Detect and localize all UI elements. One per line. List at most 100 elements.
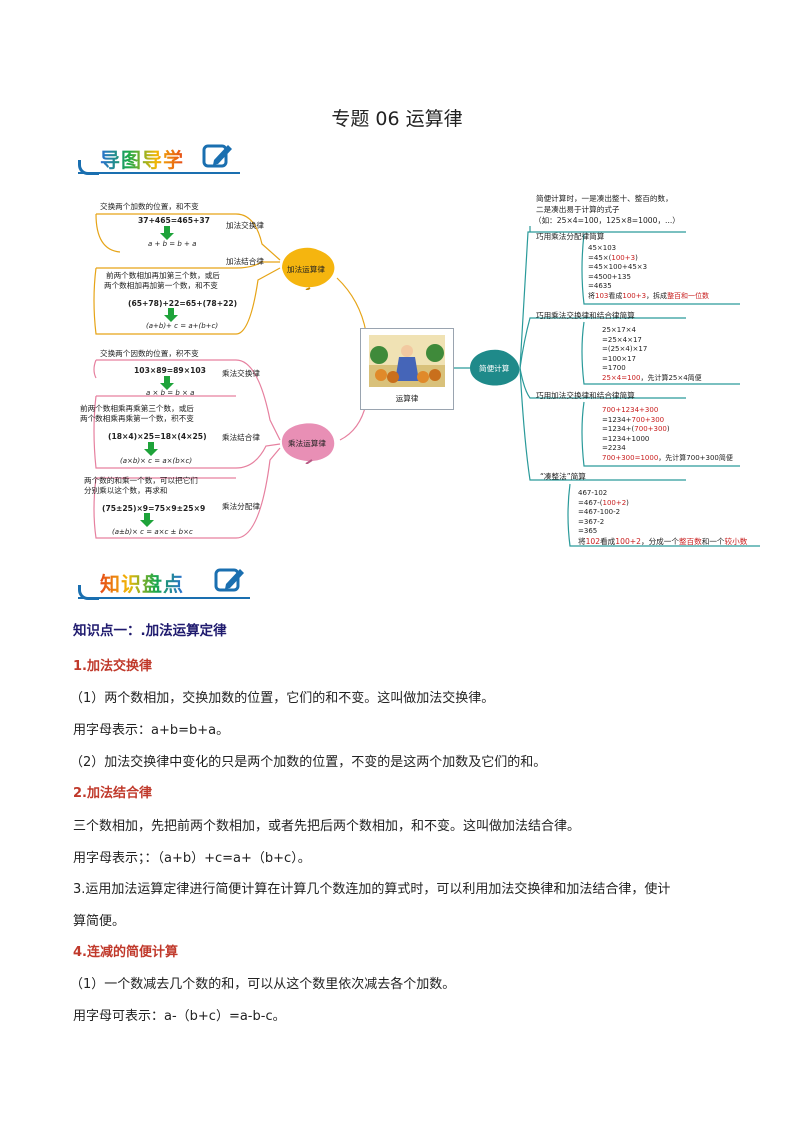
node-simple: 简便计算 — [479, 364, 510, 373]
note-highlight: 700+300=1000 — [602, 453, 659, 462]
simple-b3-label: 巧用加法交换律和结合律简算 — [536, 391, 635, 400]
calc-line: 700+1234+300 — [602, 406, 659, 414]
knowledge-banner-title: 知识盘点 — [100, 568, 184, 597]
calc-line: =2234 — [602, 444, 626, 453]
simple-b4-lines: 467-102 =467-(100+2) =467-100-2 =367-2 =… — [578, 489, 747, 547]
down-arrow-icon — [164, 308, 178, 322]
add-commutative-desc: 交换两个加数的位置，和不变 — [100, 202, 199, 211]
knowledge-banner: 知识盘点 — [78, 566, 250, 602]
calc-note: 25×4=100，先计算25×4简便 — [602, 374, 702, 384]
simple-intro-1: 简便计算时，一是凑出整十、整百的数， — [536, 194, 673, 203]
calc-highlight: 700+300 — [634, 425, 667, 434]
calc-line: 25×17×4 — [602, 326, 636, 334]
paragraph: 算简便。 — [73, 914, 126, 929]
calc-line: =100×17 — [602, 354, 636, 363]
calc-highlight: 100+2 — [602, 498, 627, 507]
paragraph: （2）加法交换律中变化的只是两个加数的位置，不变的是这两个加数及它们的和。 — [70, 755, 547, 770]
add-associative-formula: (a+b)+ c = a+(b+c) — [146, 322, 219, 330]
calc-line: =365 — [578, 527, 598, 536]
calc-line: =467-(100+2) — [578, 498, 629, 507]
calc-line: =367-2 — [578, 517, 605, 526]
mindmap-connectors — [93, 213, 760, 547]
simple-b3-lines: 700+1234+300 =1234+700+300 =1234+(700+30… — [602, 406, 733, 464]
note-text: 将 — [578, 536, 586, 546]
edit-icon — [202, 144, 232, 168]
node-mul: 乘法运算律 — [288, 439, 326, 448]
add-associative-label: 加法结合律 — [226, 257, 264, 266]
note-text: 将 — [588, 291, 595, 300]
mul-distributive-formula: (a±b)× c = a×c ± b×c — [112, 528, 193, 536]
simple-b2-lines: 25×17×4 =25×4×17 =(25×4)×17 =100×17 =170… — [602, 326, 702, 384]
calc-note: 将102看成100+2，分成一个整百数和一个较小数 — [578, 537, 747, 547]
calc-line: =1700 — [602, 364, 626, 373]
simple-intro-2: 二是凑出易于计算的式子 — [536, 205, 620, 214]
section-title: 4.连减的简便计算 — [73, 945, 178, 960]
add-commutative-formula: a + b = b + a — [148, 240, 197, 248]
calc-line: =467-100-2 — [578, 508, 621, 517]
calc-line: =4500+135 — [588, 272, 631, 281]
note-text: ，分成一个 — [640, 536, 679, 546]
paragraph: 3.运用加法运算定律进行简便计算在计算几个数连加的算式时，可以利用加法交换律和加… — [73, 882, 671, 897]
calc-line: 45×103 — [588, 244, 617, 252]
mul-commutative-example: 103×89=89×103 — [134, 366, 206, 375]
note-text: ，拆成 — [646, 291, 668, 300]
calc-highlight: 100+3 — [611, 253, 636, 262]
section-title: 1.加法交换律 — [73, 659, 152, 674]
mul-commutative-formula: a × b = b × a — [146, 389, 195, 397]
calc-note: 700+300=1000，先计算700+300简便 — [602, 454, 733, 464]
note-highlight: 102 — [585, 536, 601, 546]
paragraph: （1）一个数减去几个数的和，可以从这个数里依次减去各个加数。 — [70, 977, 456, 992]
add-associative-desc2: 两个数相加再加第一个数，和不变 — [104, 281, 218, 290]
simple-intro-3: （如：25×4=100，125×8=1000，...） — [534, 216, 680, 225]
calc-line: =1234+1000 — [602, 434, 650, 443]
mul-distributive-desc2: 分别乘以这个数，再求和 — [84, 486, 168, 495]
paragraph: 用字母表示：a+b=b+a。 — [73, 723, 230, 738]
mul-associative-formula: (a×b)× c = a×(b×c) — [120, 457, 193, 465]
node-add: 加法运算律 — [287, 265, 325, 274]
calc-line: =(25×4)×17 — [602, 345, 648, 354]
calc-line: =1234+700+300 — [602, 415, 665, 424]
calc-line: =1234+(700+300) — [602, 425, 670, 434]
page-title: 专题 06 运算律 — [331, 108, 463, 130]
simple-b1-lines: 45×103 =45×(100+3) =45×100+45×3 =4500+13… — [588, 244, 709, 302]
scholar-illustration — [369, 335, 445, 387]
mul-distributive-desc1: 两个数的和乘一个数，可以把它们 — [84, 476, 198, 485]
mul-associative-desc1: 前两个数相乘再乘第三个数，或后 — [80, 404, 194, 413]
down-arrow-icon — [160, 226, 174, 240]
paragraph: 三个数相加，先把前两个数相加，或者先把后两个数相加，和不变。这叫做加法结合律。 — [73, 819, 581, 834]
mindmap-banner-underline — [78, 172, 240, 174]
note-highlight: 较小数 — [724, 536, 748, 546]
calc-line: =4635 — [588, 282, 612, 291]
down-arrow-icon — [160, 376, 174, 390]
knowledge-point-title: 知识点一：.加法运算定律 — [73, 623, 227, 639]
calc-note: 将103看成100+3，拆成整百和一位数 — [588, 292, 709, 302]
note-text: ，先计算25×4简便 — [640, 373, 702, 382]
down-arrow-icon — [140, 513, 154, 527]
paragraph: （1）两个数相加，交换加数的位置，它们的和不变。这叫做加法交换律。 — [70, 691, 495, 706]
note-text: 看成 — [600, 536, 616, 546]
add-associative-example: (65+78)+22=65+(78+22) — [128, 299, 238, 308]
note-highlight: 103 — [595, 291, 609, 300]
note-highlight: 整百和一位数 — [667, 291, 710, 300]
center-node: 运算律 — [360, 328, 454, 410]
paragraph: 用字母可表示：a-（b+c）=a-b-c。 — [73, 1009, 286, 1024]
add-associative-desc1: 前两个数相加再加第三个数，或后 — [106, 271, 220, 280]
calc-highlight: 700+300 — [631, 415, 665, 424]
section-title: 2.加法结合律 — [73, 786, 152, 801]
leaf-simple-icon — [470, 349, 520, 386]
calc-line: =45×100+45×3 — [588, 263, 648, 272]
mul-commutative-desc: 交换两个因数的位置，积不变 — [100, 349, 199, 358]
mul-associative-desc2: 两个数相乘再乘第一个数，积不变 — [80, 414, 194, 423]
paragraph: 用字母表示；：（a+b）+c=a+（b+c）。 — [73, 851, 311, 866]
note-text: ，先计算700+300简便 — [658, 453, 733, 462]
center-label: 运算律 — [395, 394, 419, 403]
mindmap-banner-title: 导图导学 — [100, 144, 184, 173]
calc-line: 467-102 — [578, 489, 608, 497]
note-highlight: 整百数 — [678, 536, 702, 546]
simple-b2-label: 巧用乘法交换律和结合律简算 — [536, 311, 635, 320]
note-highlight: 100+2 — [615, 536, 641, 546]
edit-icon — [214, 568, 244, 592]
leaf-add-icon — [282, 247, 335, 290]
mul-associative-example: (18×4)×25=18×(4×25) — [108, 432, 207, 441]
add-commutative-example: 37+465=465+37 — [138, 216, 210, 225]
